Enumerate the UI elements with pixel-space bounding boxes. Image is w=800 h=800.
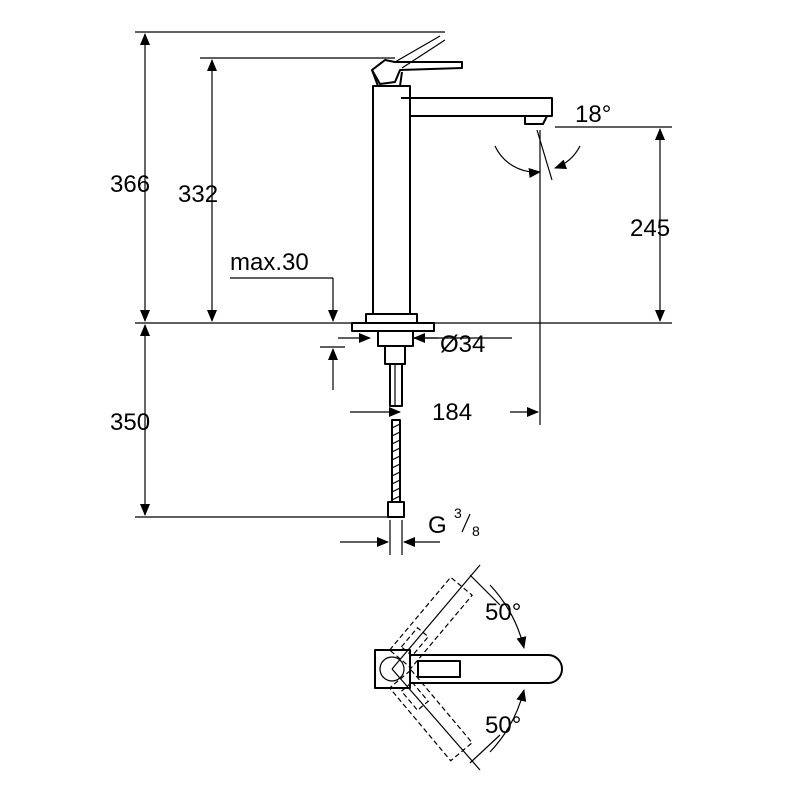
dim-label-thread-g: G xyxy=(428,512,447,539)
dim-label-thread-den: 8 xyxy=(472,523,480,539)
faucet-body xyxy=(365,35,553,324)
dim-label-350: 350 xyxy=(110,409,150,436)
dimension-350: 350 xyxy=(110,324,150,516)
dimension-max30: max.30 xyxy=(230,249,345,390)
under-deck-fixing xyxy=(351,322,435,518)
dimension-245: 245 xyxy=(630,128,670,322)
faucet-plan-view: 50° 50° xyxy=(374,564,563,771)
dimension-332: 332 xyxy=(178,59,218,322)
dimension-angle-18: 18° xyxy=(494,101,611,181)
dimension-366: 366 xyxy=(110,33,150,322)
dim-label-rotation-lower: 50° xyxy=(485,712,521,739)
dim-label-thread-num: 3 xyxy=(454,505,462,521)
dimension-thread: G 3 8 xyxy=(340,505,480,547)
dim-label-max30: max.30 xyxy=(230,249,309,276)
dim-label-rotation-upper: 50° xyxy=(485,599,521,626)
dim-label-184: 184 xyxy=(432,399,472,426)
dim-label-angle-18: 18° xyxy=(575,101,611,128)
dimension-diameter-34: Ø34 xyxy=(338,331,512,358)
dim-label-332: 332 xyxy=(178,181,218,208)
dim-label-diameter: Ø34 xyxy=(440,331,485,358)
dim-label-245: 245 xyxy=(630,215,670,242)
dimension-184: 184 xyxy=(350,399,539,426)
dim-label-366: 366 xyxy=(110,171,150,198)
